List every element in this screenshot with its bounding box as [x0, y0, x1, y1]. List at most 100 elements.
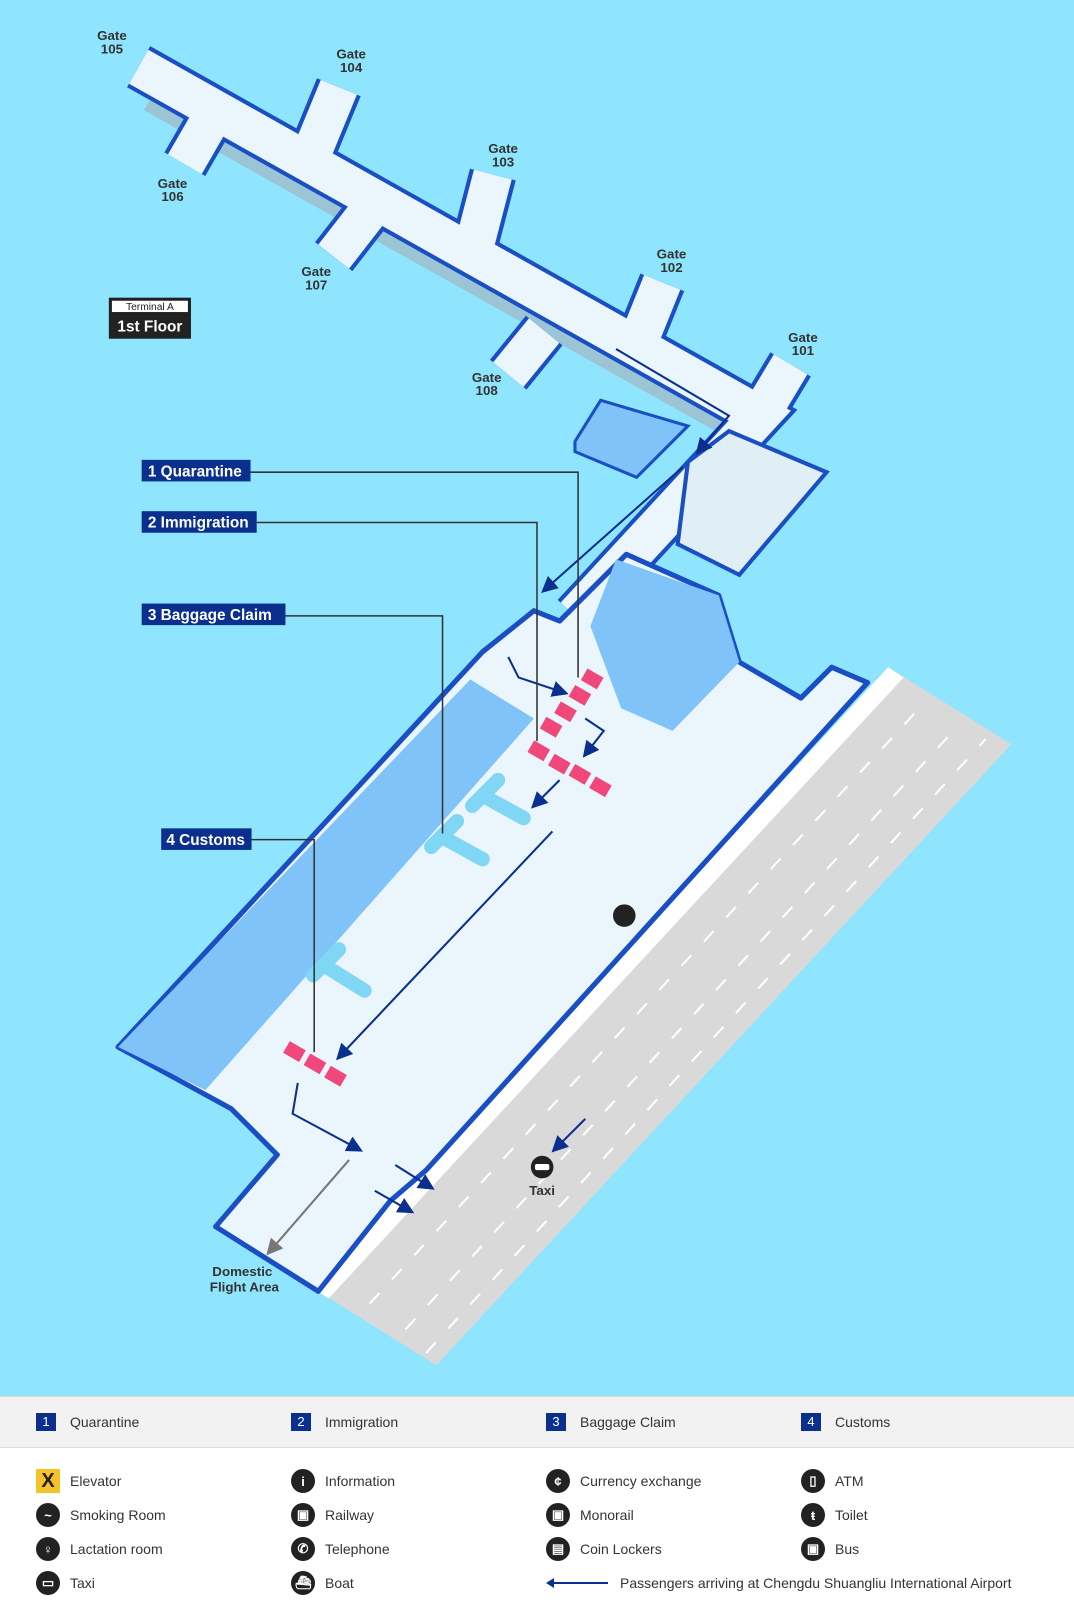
domestic-label-1: Domestic	[212, 1264, 273, 1279]
legend-label: ATM	[835, 1473, 864, 1489]
step-number: 2	[291, 1413, 311, 1431]
lactation-icon: ♀	[36, 1537, 60, 1561]
concourse	[127, 46, 811, 632]
legend-label: Railway	[325, 1507, 375, 1523]
atm-icon: ▯	[801, 1469, 825, 1493]
floor-badge: Terminal A 1st Floor	[108, 297, 191, 339]
svg-text:108: 108	[476, 383, 498, 398]
legend-toilet: ŧ Toilet	[801, 1498, 1056, 1532]
svg-text:2 Immigration: 2 Immigration	[148, 515, 249, 532]
svg-text:102: 102	[660, 260, 682, 275]
svg-text:103: 103	[492, 154, 514, 169]
legend-boat: ⛴ Boat	[291, 1566, 546, 1600]
taxi-map-label: Taxi	[529, 1183, 555, 1198]
road	[313, 667, 1012, 1366]
legend-label: Currency exchange	[580, 1473, 702, 1489]
legend-arrival-route: Passengers arriving at Chengdu Shuangliu…	[546, 1566, 1056, 1600]
step-number: 4	[801, 1413, 821, 1431]
arrival-hall	[115, 551, 871, 1294]
svg-text:1 Quarantine: 1 Quarantine	[148, 463, 242, 480]
svg-text:Gate: Gate	[472, 370, 502, 385]
legend-atm: ▯ ATM	[801, 1464, 1056, 1498]
callout-baggage-claim: 3 Baggage Claim	[141, 603, 286, 626]
legend-label: Boat	[325, 1575, 354, 1591]
telephone-icon: ✆	[291, 1537, 315, 1561]
legend-monorail: ▣ Monorail	[546, 1498, 801, 1532]
monorail-icon: ▣	[546, 1503, 570, 1527]
arrow-left-icon	[546, 1578, 608, 1588]
legend-bus: ▣ Bus	[801, 1532, 1056, 1566]
taxi-icon: ▭	[36, 1571, 60, 1595]
locker-icon: ▤	[546, 1537, 570, 1561]
svg-text:1st Floor: 1st Floor	[117, 319, 182, 336]
svg-text:Gate: Gate	[301, 264, 331, 279]
currency-exchange-icon: ¢	[546, 1469, 570, 1493]
legend-label: Information	[325, 1473, 396, 1489]
hall-blue-area-right	[590, 559, 740, 731]
legend-label: Monorail	[580, 1507, 634, 1523]
callout-immigration: 2 Immigration	[141, 511, 257, 533]
legend-currency: ¢ Currency exchange	[546, 1464, 801, 1498]
svg-text:Gate: Gate	[336, 47, 366, 62]
baggage-carousels	[305, 772, 531, 998]
elevator-icon: X	[36, 1469, 60, 1493]
callout-customs: 4 Customs	[161, 828, 252, 850]
upper-blue-room	[573, 398, 691, 480]
legend: X Elevator i Information ¢ Currency exchang…	[0, 1448, 1074, 1600]
legend-telephone: ✆ Telephone	[291, 1532, 546, 1566]
railway-icon: ▣	[291, 1503, 315, 1527]
legend-lactation: ♀ Lactation room	[36, 1532, 291, 1566]
svg-text:104: 104	[340, 60, 363, 75]
toilet-icon: ŧ	[801, 1503, 825, 1527]
legend-label: Toilet	[835, 1507, 868, 1523]
legend-elevator: X Elevator	[36, 1464, 291, 1498]
legend-taxi: ▭ Taxi	[36, 1566, 291, 1600]
legend-railway: ▣ Railway	[291, 1498, 546, 1532]
svg-text:Gate: Gate	[158, 176, 188, 191]
passenger-flow-arrows	[291, 348, 731, 1214]
svg-text:4 Customs: 4 Customs	[166, 832, 245, 849]
upper-annex	[675, 428, 830, 578]
counters	[283, 668, 612, 1087]
smoking-icon: ~	[36, 1503, 60, 1527]
callout-leaders	[250, 471, 579, 1053]
legend-label: Taxi	[70, 1575, 95, 1591]
step-label: Baggage Claim	[580, 1414, 676, 1430]
hall-blue-area	[118, 679, 534, 1091]
legend-label: Lactation room	[70, 1541, 163, 1557]
legend-label: Bus	[835, 1541, 860, 1557]
step-quarantine: 1 Quarantine	[36, 1413, 291, 1431]
svg-text:106: 106	[161, 189, 183, 204]
svg-text:3 Baggage Claim: 3 Baggage Claim	[148, 607, 272, 624]
svg-text:Gate: Gate	[488, 141, 518, 156]
legend-label: Telephone	[325, 1541, 390, 1557]
information-icon: i	[291, 1469, 315, 1493]
legend-smoking: ~ Smoking Room	[36, 1498, 291, 1532]
currency-exchange-icon	[612, 904, 636, 927]
domestic-arrow	[266, 1159, 350, 1256]
domestic-label-2: Flight Area	[210, 1279, 280, 1294]
svg-text:105: 105	[101, 41, 124, 56]
bus-icon: ▣	[801, 1537, 825, 1561]
step-number: 1	[36, 1413, 56, 1431]
legend-information: i Information	[291, 1464, 546, 1498]
legend-coin-lockers: ▤ Coin Lockers	[546, 1532, 801, 1566]
step-label: Quarantine	[70, 1414, 140, 1430]
legend-label: Coin Lockers	[580, 1541, 662, 1557]
svg-text:107: 107	[305, 277, 327, 292]
step-number: 3	[546, 1413, 566, 1431]
callout-quarantine: 1 Quarantine	[141, 459, 251, 482]
step-immigration: 2 Immigration	[291, 1413, 546, 1431]
svg-text:Gate: Gate	[97, 28, 127, 43]
legend-label: Elevator	[70, 1473, 122, 1489]
legend-label: Passengers arriving at Chengdu Shuangliu…	[620, 1575, 1012, 1591]
svg-text:Terminal A: Terminal A	[126, 302, 174, 313]
svg-text:101: 101	[792, 343, 815, 358]
boat-icon: ⛴	[291, 1571, 315, 1595]
legend-label: Smoking Room	[70, 1507, 166, 1523]
step-label: Immigration	[325, 1414, 399, 1430]
